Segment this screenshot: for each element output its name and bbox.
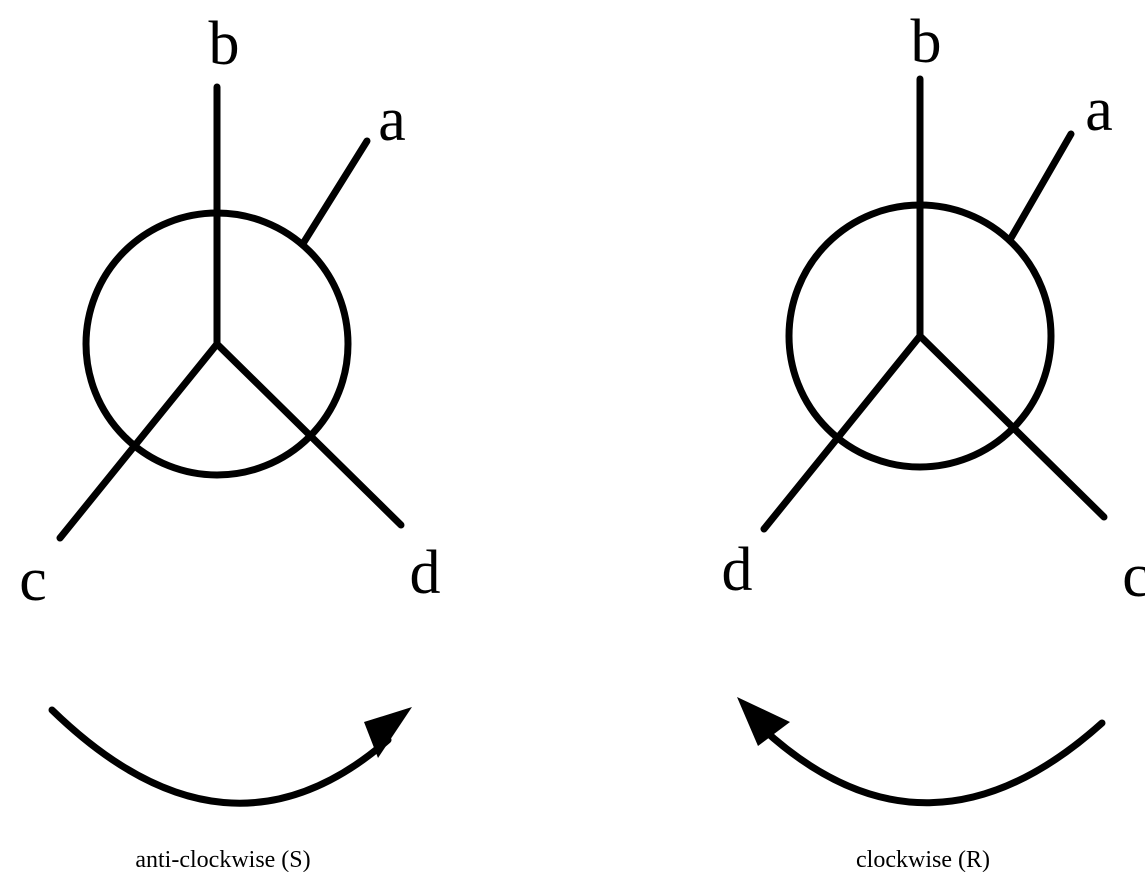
label-lower-right: d: [410, 539, 441, 607]
label-a: a: [1085, 76, 1113, 144]
panel-s: b a c d anti-clockwise (S): [19, 10, 440, 872]
arrow-head: [737, 697, 790, 746]
arrow-icon: [737, 697, 1106, 807]
label-b: b: [209, 10, 240, 78]
label-lower-right: c: [1122, 542, 1145, 610]
rotation-arc: [758, 719, 1106, 807]
bond-lower-right: [213, 340, 405, 529]
label-lower-left: c: [19, 546, 47, 614]
label-b: b: [911, 8, 942, 76]
rotation-arc: [48, 706, 392, 807]
arrow-icon: [48, 706, 412, 807]
bond-lower-right: [916, 332, 1108, 521]
caption-s: anti-clockwise (S): [135, 847, 310, 872]
arrow-head: [364, 707, 412, 758]
bond-lower-left: [760, 332, 924, 533]
bond-a: [1007, 130, 1075, 242]
bond-a: [300, 137, 371, 246]
caption-r: clockwise (R): [856, 847, 990, 872]
label-a: a: [378, 86, 406, 154]
bond-lower-left: [56, 340, 221, 542]
label-lower-left: d: [722, 536, 753, 604]
panel-r: b a d c clockwise (R): [722, 8, 1145, 872]
